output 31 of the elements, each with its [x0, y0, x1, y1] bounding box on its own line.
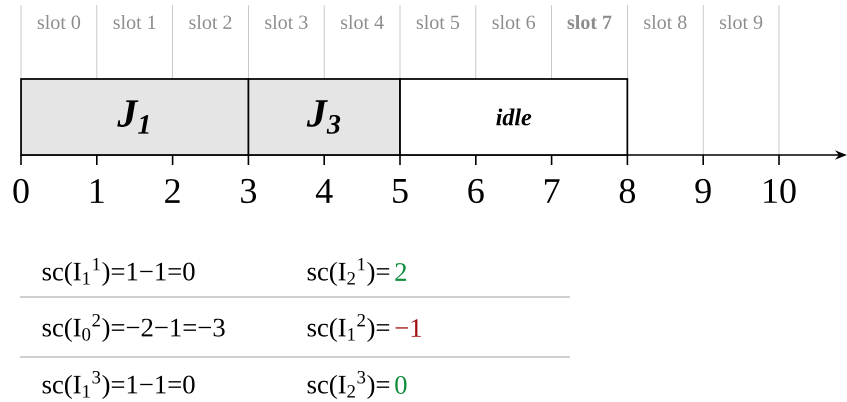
- score-formula: sc(I$_{1}$$^{1}$)=1−1=0: [42, 258, 195, 286]
- score-formula: sc(I$_{1}$$^{2}$)=: [308, 314, 390, 342]
- task-box: idle: [399, 78, 628, 156]
- tick-label: 4: [316, 179, 333, 203]
- score-formula: sc(I$_{1}$$^{3}$)=1−1=0: [42, 370, 195, 400]
- slot-label: slot 7: [568, 14, 612, 30]
- score-value: 0: [395, 376, 407, 394]
- score-value: 2: [395, 263, 406, 281]
- slot-label: slot 4: [340, 14, 384, 30]
- task-box: J$_{1}$: [20, 78, 250, 156]
- score-formula: sc(I$_{0}$$^{2}$)=−2−1=−3: [42, 314, 225, 342]
- tick-label: 8: [620, 178, 636, 204]
- tick-label: 5: [393, 179, 408, 203]
- score-value: −1: [396, 319, 421, 337]
- tick-label: 2: [165, 179, 180, 203]
- slot-label: slot 0: [38, 14, 80, 30]
- slot-label: slot 3: [265, 14, 308, 30]
- slot-label: slot 1: [114, 14, 156, 30]
- slot-label: slot 2: [189, 14, 232, 30]
- tick-label: 3: [241, 178, 256, 204]
- slot-label: slot 5: [416, 14, 460, 30]
- tick-label: 9: [695, 178, 711, 204]
- slot-label: slot 6: [492, 14, 536, 30]
- slot-label: slot 9: [720, 14, 762, 30]
- tick-label: 6: [468, 178, 484, 204]
- score-formula: sc(I$_{2}$$^{1}$)=: [308, 258, 390, 286]
- tick-label: 10: [764, 178, 796, 204]
- tick-label: 0: [13, 178, 29, 204]
- slot-label: slot 8: [644, 14, 686, 30]
- task-box: J$_{3}$: [248, 78, 401, 156]
- score-formula: sc(I$_{2}$$^{3}$)=: [308, 370, 390, 400]
